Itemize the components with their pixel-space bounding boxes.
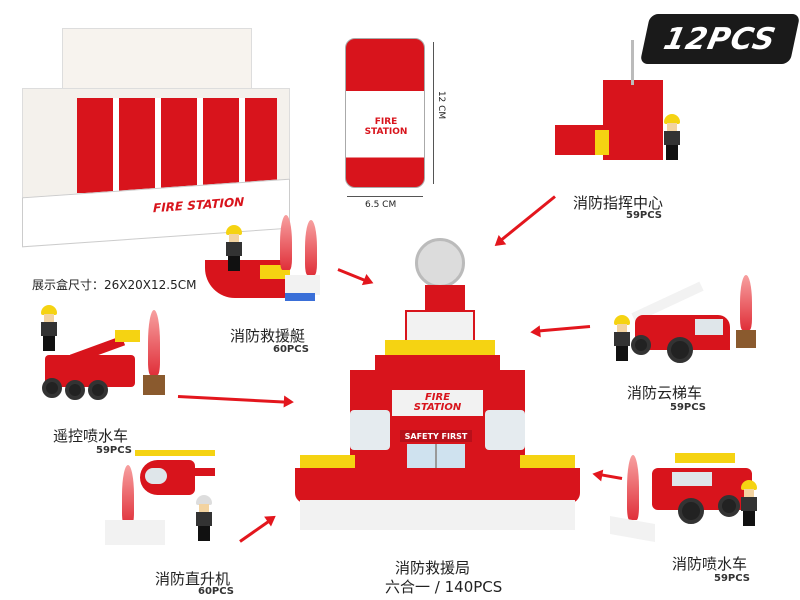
spray-truck-model: [610, 450, 770, 550]
main-set-count: 六合一 / 140PCS: [385, 578, 503, 596]
item-label: 消防救援艇: [230, 327, 306, 345]
can-package: FIRE STATION: [345, 38, 425, 188]
safety-banner: SAFETY FIRST: [404, 431, 468, 441]
item-label: 消防喷水车: [672, 555, 748, 573]
station-sign: FIRE STATION: [413, 392, 462, 413]
main-set-name: 消防救援局: [395, 559, 471, 577]
item-label: 消防云梯车: [627, 384, 703, 402]
item-label: 遥控喷水车: [53, 427, 129, 445]
display-box: FIRE STATION: [22, 28, 290, 248]
fire-station-model: FIRE STATION SAFETY FIRST: [295, 230, 580, 540]
ladder-truck-model: [605, 275, 756, 375]
arrow-icon: [177, 395, 286, 404]
command-center-model: [555, 40, 705, 170]
can-height-dim: [433, 42, 434, 184]
rc-water-truck-model: [20, 300, 180, 415]
helicopter-model: [100, 450, 230, 555]
item-label: 消防指挥中心: [573, 194, 664, 212]
radar-dish: [415, 238, 465, 288]
display-box-size: 展示盒尺寸：26X20X12.5CM: [32, 278, 197, 292]
arrow-icon: [239, 519, 271, 543]
item-label: 消防直升机: [155, 570, 231, 588]
can-width-dim: [347, 196, 423, 197]
rescue-boat-model: [205, 215, 335, 305]
